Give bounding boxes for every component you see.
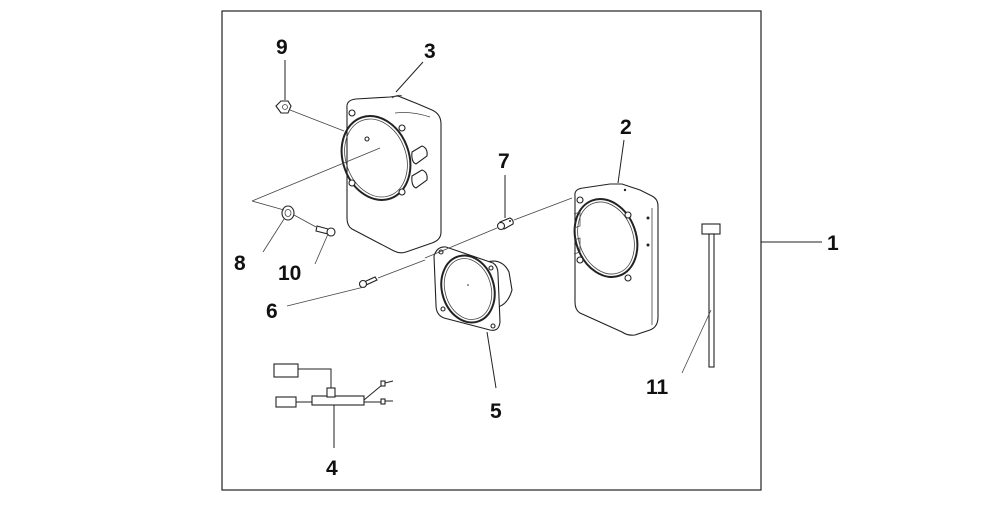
callout-4: 4 [326, 457, 338, 480]
callout-8: 8 [234, 252, 246, 275]
callout-10: 10 [278, 262, 301, 285]
speaker-box-left[interactable] [330, 94, 442, 254]
callout-5: 5 [490, 400, 502, 423]
leader-line-6 [286, 286, 365, 307]
screw[interactable] [358, 276, 378, 289]
callout-3: 3 [424, 40, 436, 63]
callout-2: 2 [620, 116, 632, 139]
cable-tie[interactable] [701, 223, 721, 368]
speaker[interactable] [433, 246, 513, 331]
callout-7: 7 [498, 150, 510, 173]
assembly-line-8-10 [251, 147, 381, 228]
wire-harness[interactable] [273, 363, 394, 448]
leader-line-10 [314, 233, 329, 265]
speaker-box-right[interactable] [564, 183, 659, 336]
washer[interactable] [281, 205, 295, 221]
leader-line-11 [681, 309, 712, 374]
callout-11: 11 [646, 376, 669, 399]
assembly-line-7 [513, 197, 573, 221]
bolt[interactable] [315, 225, 336, 237]
callout-9: 9 [276, 36, 288, 59]
assembly-line-7b [424, 227, 498, 259]
leader-line-2 [617, 139, 625, 184]
collar[interactable] [496, 217, 514, 231]
diagram-frame [221, 10, 762, 491]
assembly-line-9 [289, 109, 345, 132]
leader-line-8 [262, 218, 285, 253]
leader-line-5 [486, 331, 497, 389]
leader-line-3 [395, 61, 424, 93]
nut[interactable] [275, 100, 292, 114]
callout-1: 1 [827, 232, 839, 255]
assembly-line-6 [377, 259, 426, 279]
callout-6: 6 [266, 300, 278, 323]
